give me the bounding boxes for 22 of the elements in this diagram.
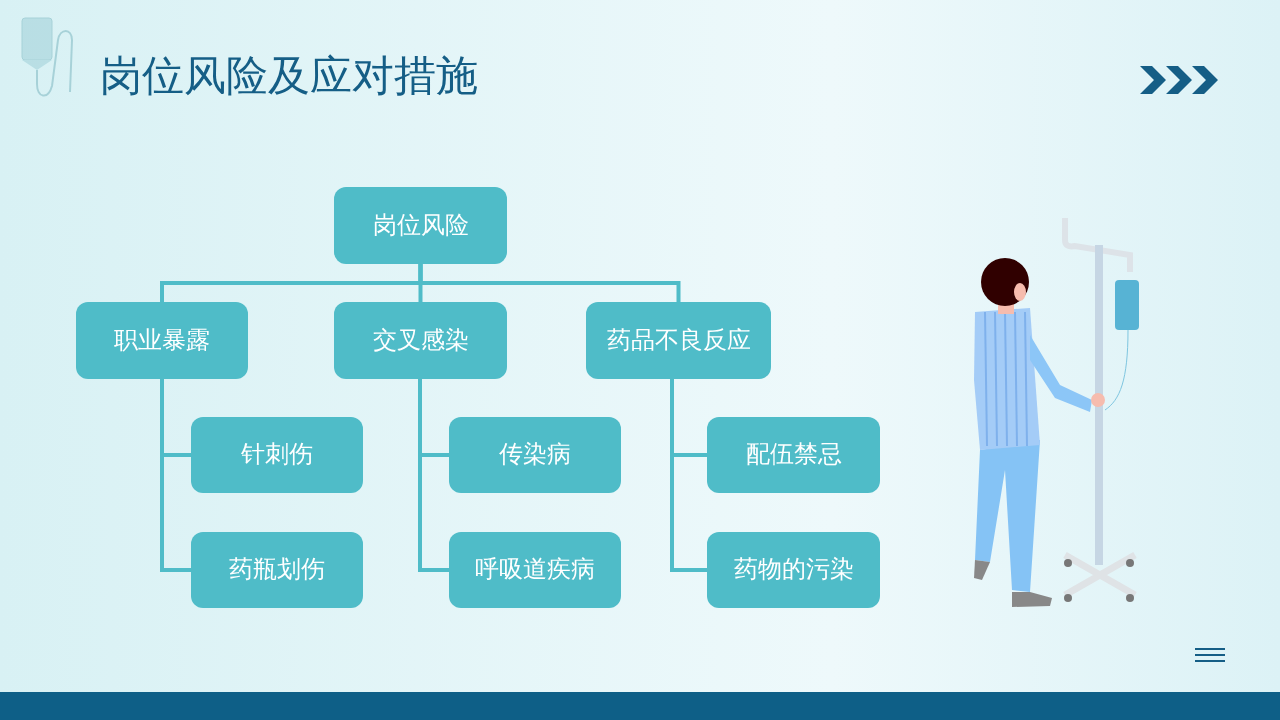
topic-box xyxy=(191,532,363,608)
topic-label: 职业暴露 xyxy=(114,324,210,356)
topic-box xyxy=(586,302,771,379)
topic-label: 岗位风险 xyxy=(372,209,469,241)
topic-label: 配伍禁忌 xyxy=(745,439,842,471)
topic-box xyxy=(449,532,621,608)
topic-box xyxy=(707,532,880,608)
topic-label: 呼吸道疾病 xyxy=(475,554,595,586)
connector-line xyxy=(418,264,681,302)
topic-box xyxy=(191,417,363,493)
topic-box xyxy=(334,187,507,264)
topic-label: 药物的污染 xyxy=(733,554,854,586)
topic-label: 药瓶划伤 xyxy=(229,554,325,586)
topic-label: 药品不良反应 xyxy=(606,324,751,356)
topic-label: 传染病 xyxy=(499,439,571,471)
topic-box xyxy=(334,302,507,379)
topic-box xyxy=(449,417,621,493)
topic-label: 针刺伤 xyxy=(241,439,313,471)
slide-title: 岗位风险及应对措施 xyxy=(100,50,478,102)
topic-box xyxy=(707,417,880,493)
topic-box xyxy=(76,302,248,379)
topic-label: 交叉感染 xyxy=(372,324,469,356)
